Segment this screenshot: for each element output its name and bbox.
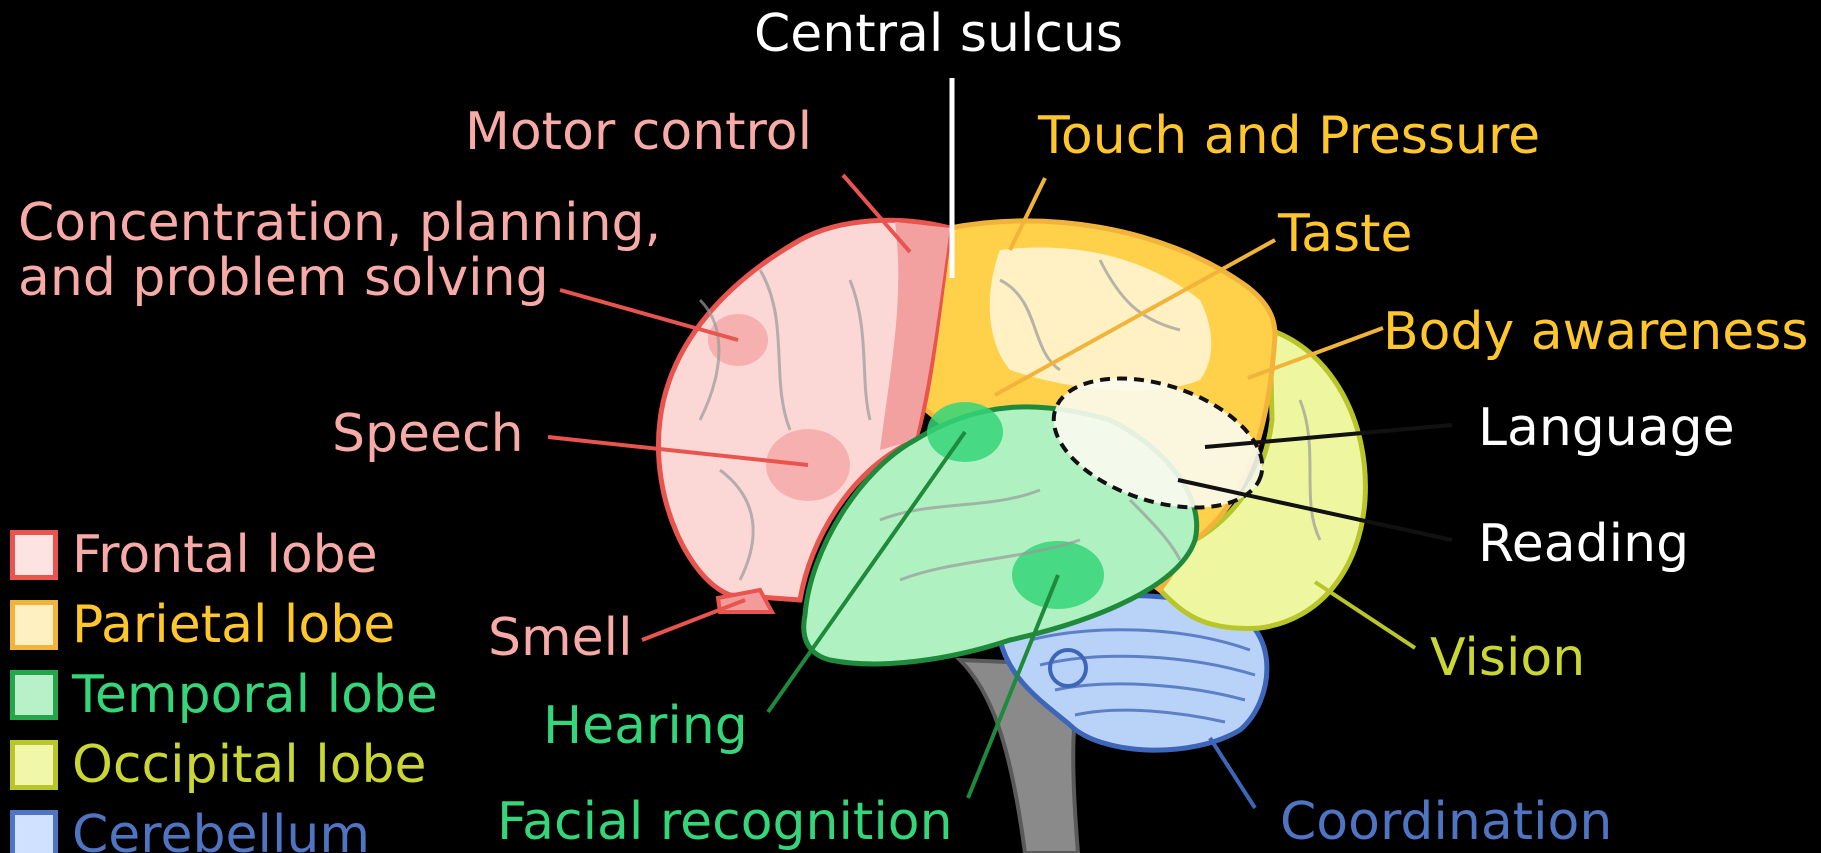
concentration-label: Concentration, planning, and problem sol…	[18, 196, 661, 305]
reading-label: Reading	[1478, 518, 1689, 570]
motor-control-label: Motor control	[465, 106, 812, 158]
smell-label: Smell	[488, 612, 633, 664]
taste-label: Taste	[1278, 208, 1413, 260]
vision-pointer	[1315, 582, 1415, 648]
legend-swatch-occipital	[10, 740, 58, 790]
legend-label-parietal: Parietal lobe	[72, 599, 395, 651]
legend: Frontal lobe Parietal lobe Temporal lobe…	[10, 520, 438, 853]
legend-item-parietal: Parietal lobe	[10, 590, 438, 660]
smell-pointer	[642, 600, 745, 640]
legend-swatch-frontal	[10, 530, 58, 580]
hearing-label: Hearing	[543, 700, 748, 752]
coordination-label: Coordination	[1280, 796, 1612, 848]
legend-label-temporal: Temporal lobe	[72, 669, 438, 721]
concentration-label-line2: and problem solving	[18, 251, 661, 306]
facial-recognition-label: Facial recognition	[497, 796, 953, 848]
touch-pressure-label: Touch and Pressure	[1038, 110, 1540, 162]
legend-item-occipital: Occipital lobe	[10, 730, 438, 800]
concentration-label-line1: Concentration, planning,	[18, 196, 661, 251]
central-sulcus-label: Central sulcus	[754, 8, 1123, 60]
body-awareness-label: Body awareness	[1383, 306, 1808, 358]
legend-item-cerebellum: Cerebellum	[10, 800, 438, 853]
legend-swatch-parietal	[10, 600, 58, 650]
vision-label: Vision	[1430, 632, 1585, 684]
legend-item-temporal: Temporal lobe	[10, 660, 438, 730]
speech-label: Speech	[332, 408, 524, 460]
legend-item-frontal: Frontal lobe	[10, 520, 438, 590]
legend-label-cerebellum: Cerebellum	[72, 809, 370, 853]
legend-swatch-cerebellum	[10, 810, 58, 853]
legend-swatch-temporal	[10, 670, 58, 720]
coordination-pointer	[1210, 738, 1255, 808]
legend-label-occipital: Occipital lobe	[72, 739, 427, 791]
language-label: Language	[1478, 402, 1735, 454]
legend-label-frontal: Frontal lobe	[72, 529, 378, 581]
